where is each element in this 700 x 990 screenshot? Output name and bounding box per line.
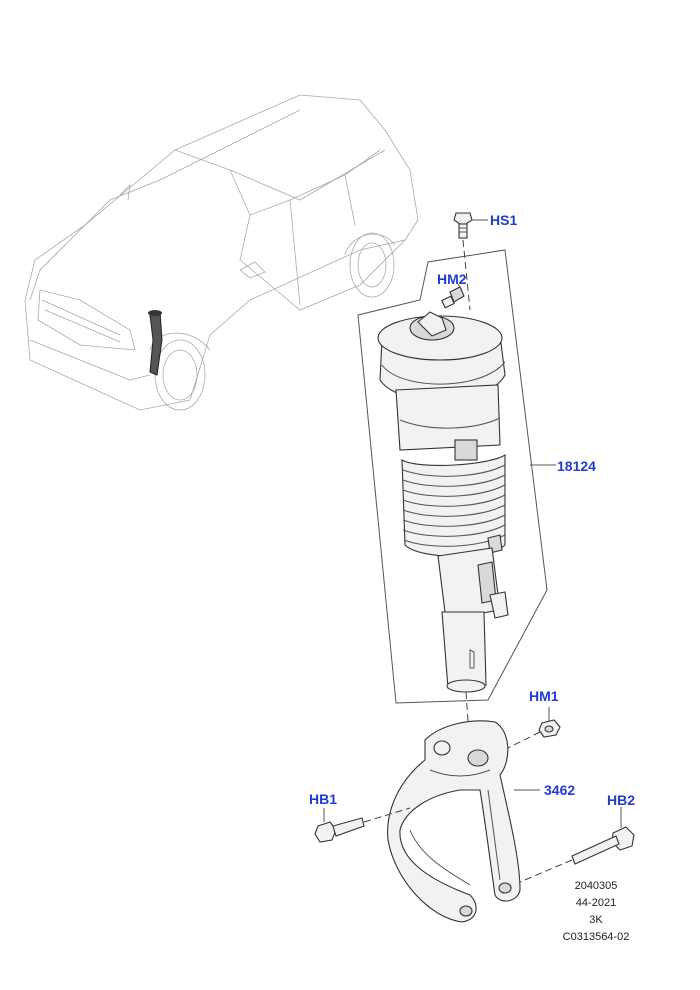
callout-hb1[interactable]: HB1 (309, 791, 338, 807)
hm1-nut (538, 719, 561, 738)
strut-assembly-boundary (357, 249, 548, 704)
callout-hm2[interactable]: HM2 (437, 271, 467, 287)
hb2-bolt (571, 826, 635, 865)
reference-variant: 3K (589, 914, 603, 926)
air-strut-assembly (377, 311, 509, 693)
callout-hm1[interactable]: HM1 (529, 688, 559, 704)
hb1-bolt (314, 817, 365, 843)
reference-code: 2040305 (574, 880, 618, 892)
callout-18124[interactable]: 18124 (557, 458, 596, 474)
reference-date: 44-2021 (575, 897, 617, 909)
lower-control-arm (387, 720, 521, 923)
callout-3462[interactable]: 3462 (544, 782, 576, 798)
diagram-reference: 2040305 44-2021 3K C0313564-02 (556, 878, 636, 946)
callout-hb2[interactable]: HB2 (607, 792, 636, 808)
hs1-screw (453, 212, 473, 239)
callout-hs1[interactable]: HS1 (490, 212, 518, 228)
vehicle-illustration (24, 94, 419, 411)
reference-illustration-id: C0313564-02 (562, 931, 630, 943)
hm2-fitting (441, 286, 465, 309)
